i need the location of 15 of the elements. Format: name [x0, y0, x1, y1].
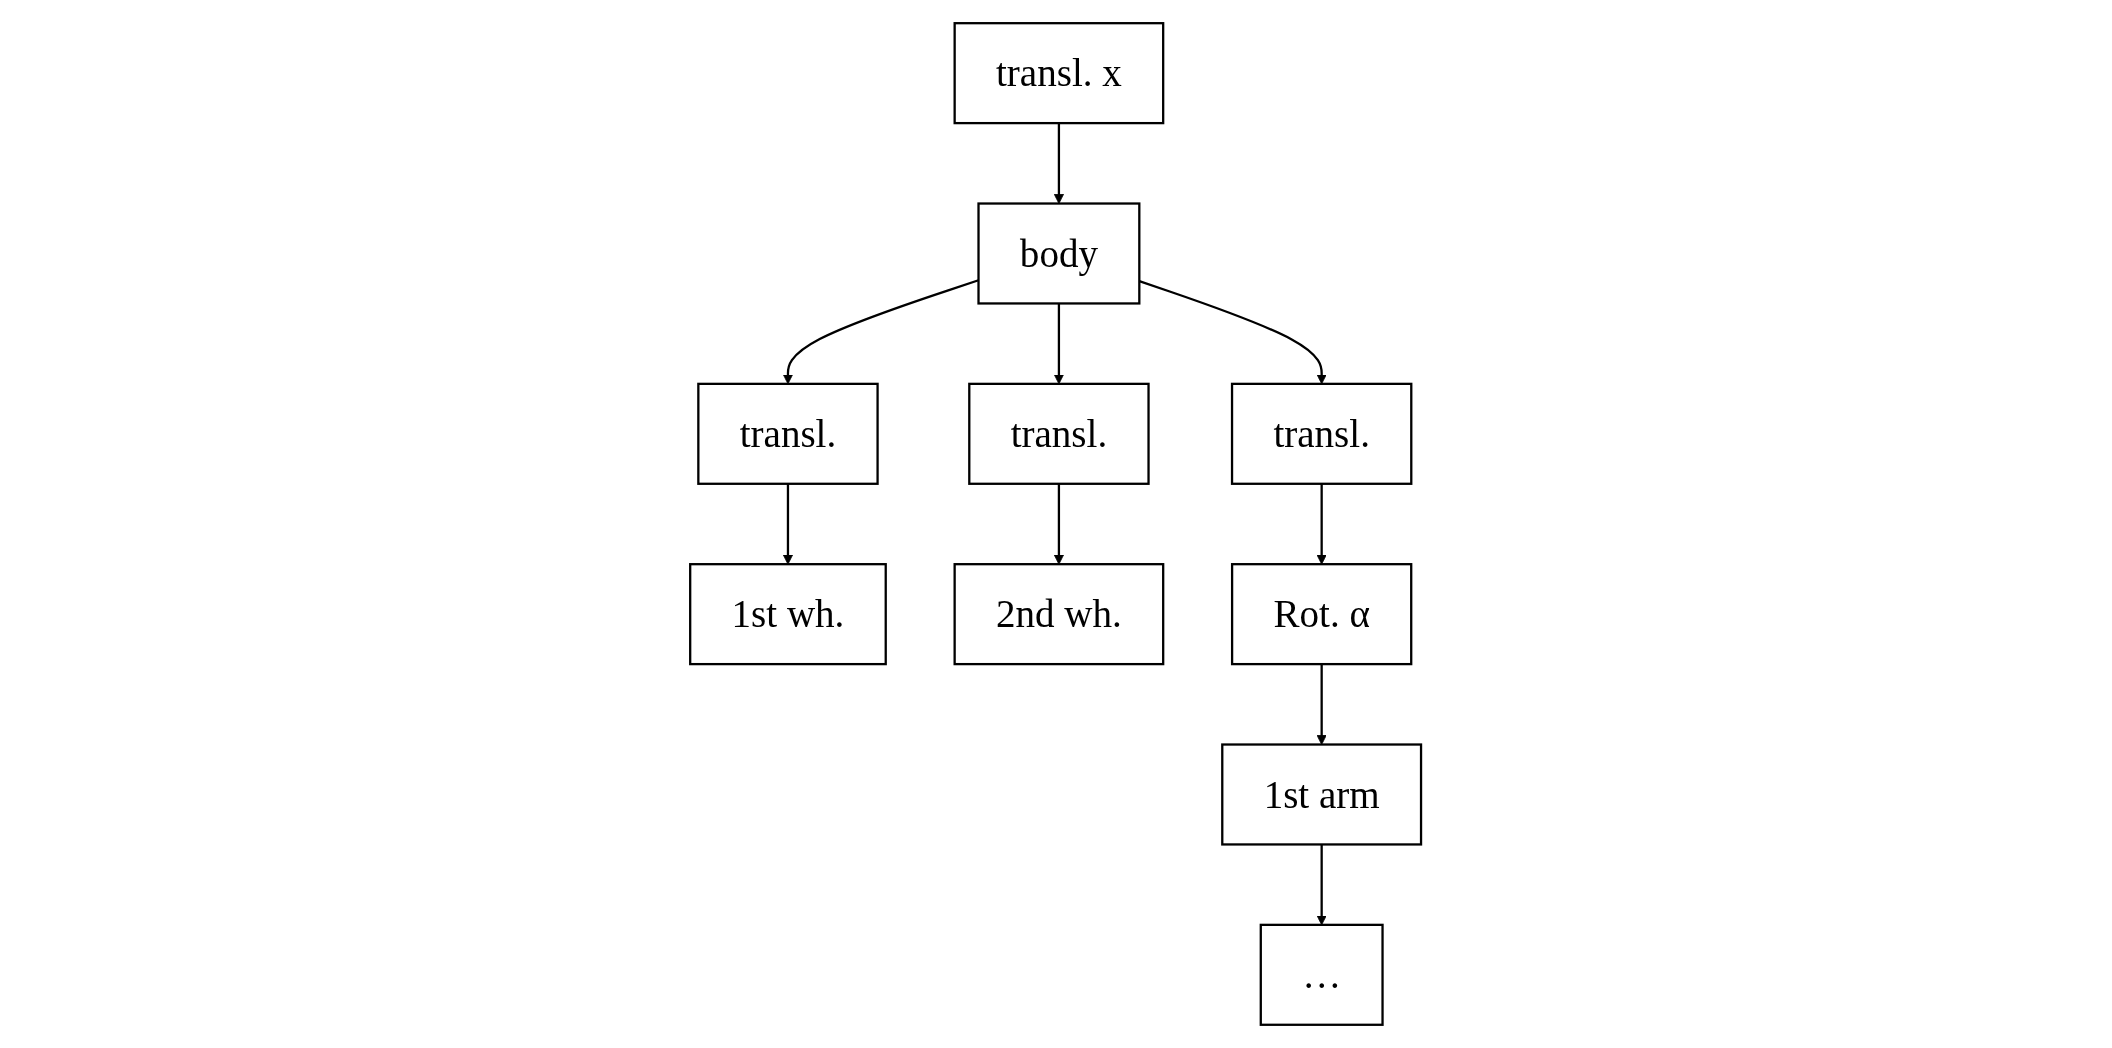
node-box: 2nd wh. — [953, 563, 1165, 666]
arrow — [1054, 123, 1065, 204]
node-box: transl. — [697, 382, 880, 485]
arrow — [1317, 483, 1328, 565]
arrow — [783, 483, 794, 565]
node-box: Rot. α — [1231, 563, 1413, 666]
node-box: 1st arm — [1221, 743, 1423, 846]
node-box: transl. — [1231, 382, 1413, 485]
node-box: transl. x — [953, 22, 1165, 125]
node-box: 1st wh. — [689, 563, 888, 666]
node-box: transl. — [968, 382, 1151, 485]
node-box: … — [1260, 923, 1385, 1026]
arrow — [1317, 664, 1328, 745]
arrow — [1054, 483, 1065, 565]
node-box: body — [977, 202, 1141, 305]
